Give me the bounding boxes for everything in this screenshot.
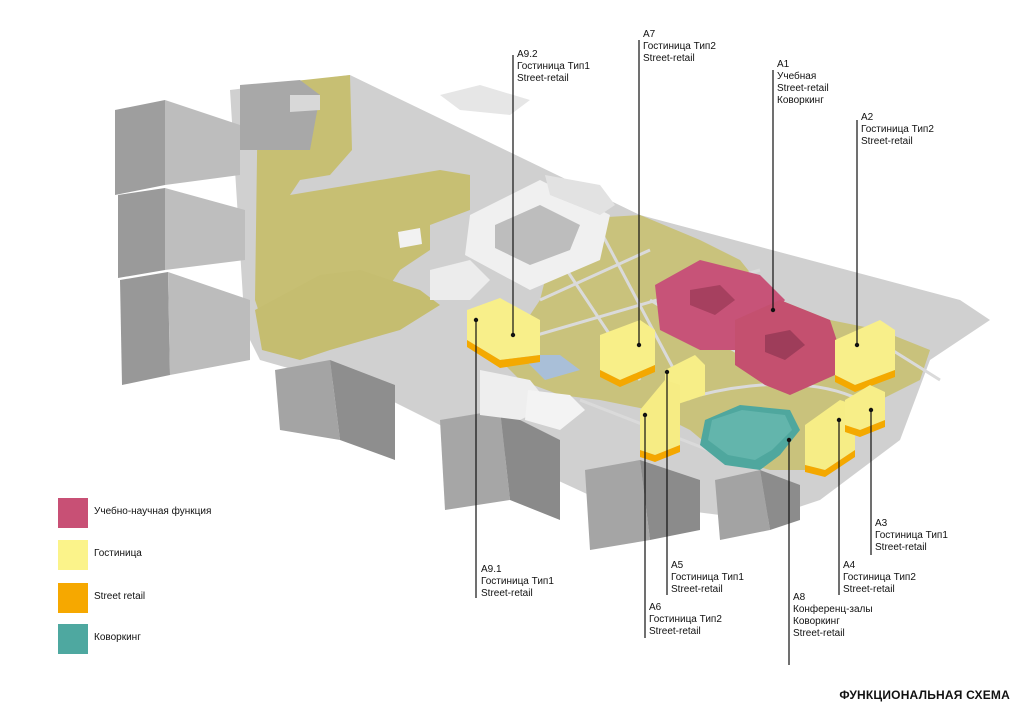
legend-label-coworking: Коворкинг — [94, 632, 141, 643]
callout-a4-type: Гостиница Тип2 — [843, 572, 916, 583]
south-housing-towers — [275, 360, 800, 550]
legend-retail: Street retail — [58, 583, 308, 613]
callout-a4-code: А4 — [843, 560, 856, 571]
page-title: ФУНКЦИОНАЛЬНАЯ СХЕМА — [839, 688, 1010, 702]
building-a1-education — [655, 260, 840, 395]
callout-a9-2-code: А9.2 — [517, 49, 538, 60]
callout-a3-type: Гостиница Тип1 — [875, 530, 948, 541]
hotel-buildings — [467, 298, 895, 477]
legend-education: Учебно-научная функция — [58, 498, 308, 528]
callout-a7-type: Гостиница Тип2 — [643, 41, 716, 52]
callout-a1-code: А1 — [777, 59, 790, 70]
callout-a4-extra: Street-retail — [843, 584, 895, 595]
legend-swatch-hotel — [58, 540, 88, 570]
callout-a6: А6 Гостиница Тип2 Street-retail — [649, 602, 722, 638]
callout-a8-code: А8 — [793, 592, 806, 603]
callout-a2-code: А2 — [861, 112, 874, 123]
callout-a8-coworking: Коворкинг — [793, 616, 840, 627]
callout-a3: А3 Гостиница Тип1 Street-retail — [875, 518, 948, 554]
left-housing-blocks — [115, 80, 320, 385]
legend-label-hotel: Гостиница — [94, 548, 142, 559]
callout-a5-code: А5 — [671, 560, 684, 571]
callout-a9-2-extra: Street-retail — [517, 73, 569, 84]
callout-a5-extra: Street-retail — [671, 584, 723, 595]
callout-a3-extra: Street-retail — [875, 542, 927, 553]
callout-a9-1-extra: Street-retail — [481, 588, 533, 599]
callout-a1-retail: Street-retail — [777, 83, 829, 94]
park-area-south — [255, 270, 440, 360]
callout-a8: А8 Конференц-залы Коворкинг Street-retai… — [793, 592, 873, 640]
callout-a1: А1 Учебная Street-retail Коворкинг — [777, 59, 829, 107]
callout-a7-code: А7 — [643, 29, 656, 40]
callout-a8-retail: Street-retail — [793, 628, 845, 639]
callout-a9-1-code: А9.1 — [481, 564, 502, 575]
callout-a6-type: Гостиница Тип2 — [649, 614, 722, 625]
callout-a6-extra: Street-retail — [649, 626, 701, 637]
callout-a2-type: Гостиница Тип2 — [861, 124, 934, 135]
legend-label-retail: Street retail — [94, 591, 146, 602]
legend-hotel: Гостиница — [58, 540, 308, 570]
callout-a9-2: А9.2 Гостиница Тип1 Street-retail — [517, 49, 590, 85]
legend-swatch-coworking — [58, 624, 88, 654]
callout-a4: А4 Гостиница Тип2 Street-retail — [843, 560, 916, 596]
legend-coworking: Коворкинг — [58, 624, 308, 654]
legend-label-education: Учебно-научная функция — [94, 506, 212, 517]
callout-a9-2-type: Гостиница Тип1 — [517, 61, 590, 72]
building-a8-roof — [708, 410, 792, 460]
callout-a2-extra: Street-retail — [861, 136, 913, 147]
legend-swatch-retail — [58, 583, 88, 613]
callout-a2: А2 Гостиница Тип2 Street-retail — [861, 112, 934, 148]
courtyard-building-north — [398, 85, 615, 300]
callout-a9-1: А9.1 Гостиница Тип1 Street-retail — [481, 564, 554, 600]
callout-a7: А7 Гостиница Тип2 Street-retail — [643, 29, 716, 65]
callout-a8-type: Конференц-залы — [793, 604, 873, 615]
callout-dots — [473, 307, 874, 443]
callout-a3-code: А3 — [875, 518, 888, 529]
callout-leader-lines — [475, 40, 872, 665]
callout-a5: А5 Гостиница Тип1 Street-retail — [671, 560, 744, 596]
callout-a1-coworking: Коворкинг — [777, 95, 824, 106]
callout-a9-1-type: Гостиница Тип1 — [481, 576, 554, 587]
callout-a6-code: А6 — [649, 602, 662, 613]
legend-swatch-education — [58, 498, 88, 528]
callout-a7-extra: Street-retail — [643, 53, 695, 64]
callout-a5-type: Гостиница Тип1 — [671, 572, 744, 583]
callout-a1-type: Учебная — [777, 71, 817, 82]
